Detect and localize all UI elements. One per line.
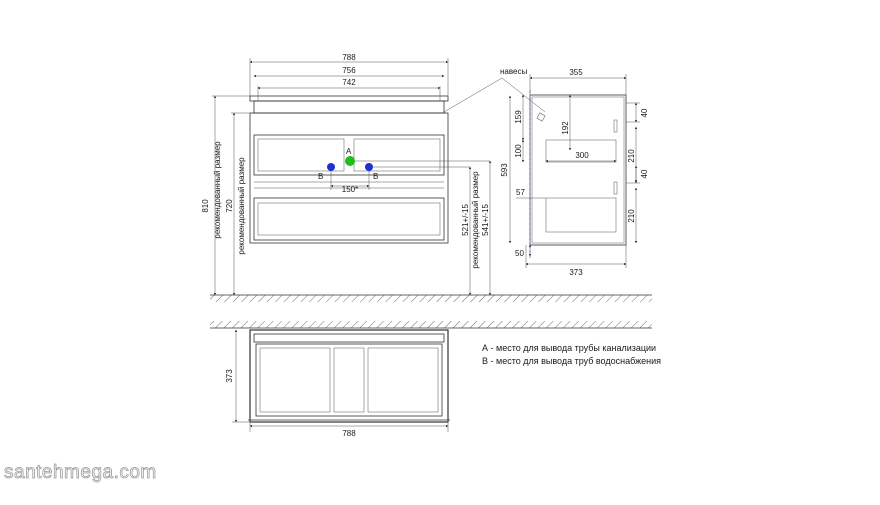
dim-pipe-spacing: 150*	[342, 185, 358, 194]
dim-57: 57	[516, 188, 525, 197]
top-view: 373 788	[225, 329, 450, 438]
dim-height-720: 720	[225, 199, 234, 213]
front-view: навесы 788 756 742 810 рекомендованный р…	[201, 53, 546, 296]
dim-50: 50	[515, 249, 524, 258]
legend-sewer: А - место для вывода трубы канализации	[482, 343, 656, 353]
dim-height-593: 593	[500, 163, 509, 177]
legend-water: В - место для вывода труб водоснабжения	[482, 356, 661, 366]
sewer-outlet-marker	[345, 156, 355, 166]
marker-a-label: A	[346, 147, 352, 156]
floor-line	[210, 294, 652, 302]
legend: А - место для вывода трубы канализации В…	[482, 343, 661, 366]
dim-height-720-note: рекомендованный размер	[237, 157, 246, 255]
marker-b-left-label: B	[318, 172, 323, 181]
dim-40-bottom: 40	[640, 169, 649, 178]
dim-100: 100	[514, 144, 523, 158]
dim-depth-355: 355	[569, 68, 583, 77]
dim-159: 159	[514, 110, 523, 124]
watermark: santehmega.com	[4, 462, 157, 483]
water-outlet-marker-right	[365, 163, 373, 171]
dim-210-top: 210	[627, 149, 636, 163]
dim-210-bottom: 210	[627, 209, 636, 223]
dim-height-810-note: рекомендованный размер	[213, 141, 222, 239]
dim-300: 300	[575, 151, 589, 160]
side-view: 355 373 159 192 100 300 57 50 40 210 40 …	[514, 68, 649, 277]
dim-height-521: 521+/-15	[461, 204, 470, 236]
dim-top-width-788: 788	[342, 429, 356, 438]
dim-height-5xx-note: рекомендованный размер	[471, 171, 480, 269]
water-outlet-marker-left	[327, 163, 335, 171]
marker-b-right-label: B	[373, 172, 378, 181]
dim-height-810: 810	[201, 199, 210, 213]
hinges-label: навесы	[500, 67, 527, 76]
dim-top-depth-373: 373	[225, 369, 234, 383]
dim-width-742: 742	[342, 78, 356, 87]
dim-width-756: 756	[342, 66, 356, 75]
wall-line	[210, 321, 652, 329]
dim-height-541: 541+/-15	[481, 204, 490, 236]
dim-40-top: 40	[640, 108, 649, 117]
dim-192: 192	[561, 121, 570, 135]
dim-depth-373: 373	[569, 268, 583, 277]
dim-width-788: 788	[342, 53, 356, 62]
